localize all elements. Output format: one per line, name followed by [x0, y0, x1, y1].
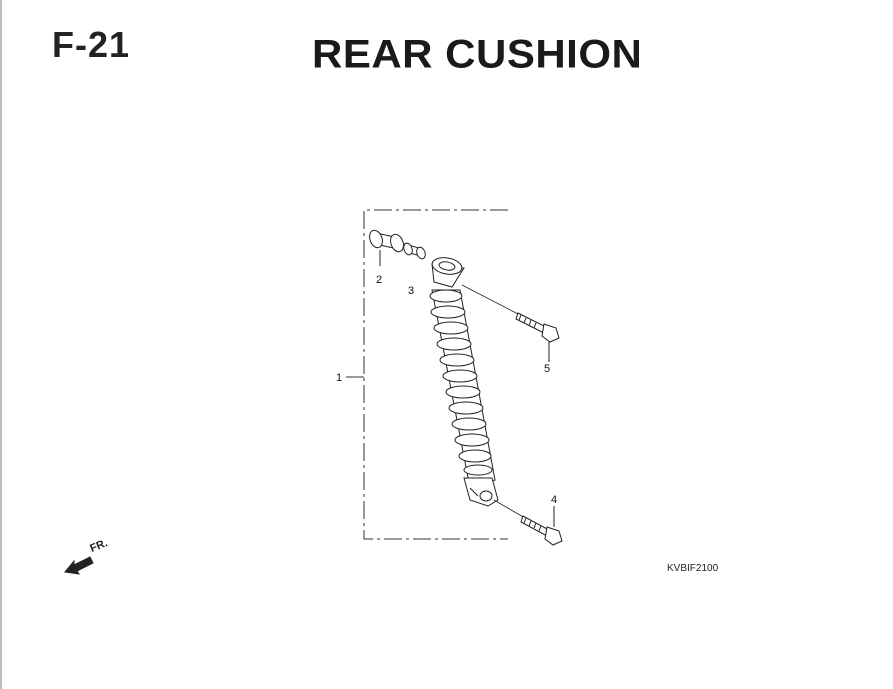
part-collar — [403, 242, 426, 260]
diagram-code: KVBIF2100 — [667, 563, 719, 574]
part-bushing — [369, 229, 404, 266]
assembly-bracket — [346, 209, 508, 540]
front-arrow-icon — [64, 556, 94, 575]
callout-5: 5 — [544, 363, 550, 375]
callout-3: 3 — [408, 285, 414, 297]
spring-coils — [429, 289, 493, 476]
callout-1: 1 — [336, 372, 342, 384]
part-lower-bolt — [493, 499, 563, 546]
callout-4: 4 — [551, 494, 557, 506]
part-upper-bolt — [461, 284, 560, 362]
part-rear-cushion — [429, 257, 499, 507]
section-code: F-21 — [52, 24, 131, 65]
callout-2: 2 — [376, 274, 382, 286]
page-border — [0, 0, 2, 689]
page-title: REAR CUSHION — [312, 31, 643, 76]
